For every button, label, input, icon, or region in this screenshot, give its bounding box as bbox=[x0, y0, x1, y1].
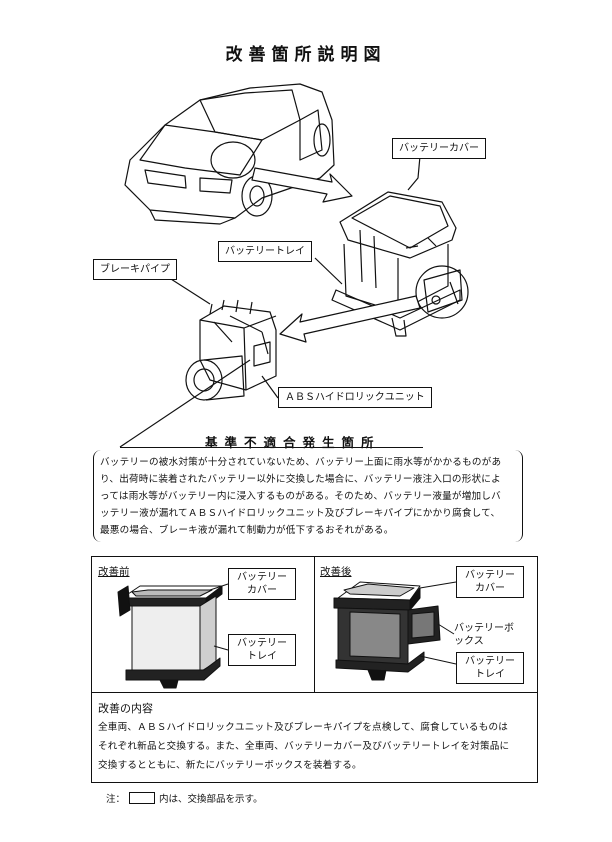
abs-unit-illustration bbox=[185, 299, 277, 401]
battery-assembly-illustration bbox=[331, 191, 461, 337]
after-label: 改善後 bbox=[320, 566, 352, 578]
arrow-battery-to-abs bbox=[279, 295, 421, 343]
defect-line: 最悪の場合、ブレーキ液が漏れて制動力が低下するおそれがある。 bbox=[100, 525, 394, 536]
defect-description: バッテリーの被水対策が十分されていないため、バッテリー上面に雨水等がかかるものが… bbox=[93, 450, 523, 542]
improvement-frame bbox=[91, 693, 538, 783]
defect-line: ッテリー液が漏れてＡＢＳハイドロリックユニット及びブレーキパイプにかかり腐食して… bbox=[100, 508, 501, 519]
defect-heading-rule bbox=[120, 447, 423, 448]
improvement-line: それぞれ新品と交換する。また、全車両、バッテリーカバー及びバッテリートレイを対策… bbox=[98, 741, 510, 752]
defect-line: バッテリーの被水対策が十分されていないため、バッテリー上面に雨水等がかかるものが… bbox=[100, 457, 502, 468]
footnote-prefix: 注： bbox=[106, 794, 126, 805]
label-battery-cover: バッテリーカバー bbox=[392, 138, 486, 159]
footnote-text: 内は、交換部品を示す。 bbox=[159, 794, 263, 805]
comparison-divider bbox=[314, 556, 315, 693]
before-label: 改善前 bbox=[98, 566, 130, 578]
defect-line: り、出荷時に装着されたバッテリー以外に交換した場合に、バッテリー液注入口の形状に… bbox=[100, 474, 501, 485]
defect-heading: 基準不適合発生箇所 bbox=[205, 435, 381, 450]
before-tray-callout: バッテリー トレイ bbox=[228, 634, 296, 666]
after-cover-callout: バッテリー カバー bbox=[456, 566, 524, 598]
improvement-line: 交換するとともに、新たにバッテリーボックスを装着する。 bbox=[98, 760, 362, 771]
label-battery-tray: バッテリートレイ bbox=[218, 241, 312, 262]
battery-after-illustration bbox=[333, 581, 441, 681]
after-box-label: バッテリーボ ックス bbox=[454, 623, 514, 647]
page-title: 改善箇所説明図 bbox=[225, 45, 387, 65]
replacement-part-box-icon bbox=[129, 792, 156, 804]
defect-line: っては雨水等がバッテリー内に浸入するものがある。そのため、バッテリー液量が増加し… bbox=[100, 491, 501, 502]
arrow-car-to-battery bbox=[251, 167, 353, 203]
footnote: 注： 内は、交換部品を示す。 bbox=[106, 791, 263, 805]
improvement-description: 全車両、ＡＢＳハイドロリックユニット及びブレーキパイプを点検して、腐食しているも… bbox=[98, 718, 530, 775]
after-tray-callout: バッテリー トレイ bbox=[456, 652, 524, 684]
battery-detail-circle bbox=[415, 265, 469, 319]
label-brake-pipe: ブレーキパイプ bbox=[93, 259, 177, 280]
improvement-heading: 改善の内容 bbox=[98, 702, 153, 715]
before-cover-callout: バッテリー カバー bbox=[228, 568, 296, 600]
label-abs-unit: ＡＢＳハイドロリックユニット bbox=[278, 387, 432, 408]
car-illustration bbox=[124, 83, 335, 225]
battery-before-illustration bbox=[117, 585, 223, 689]
improvement-line: 全車両、ＡＢＳハイドロリックユニット及びブレーキパイプを点検して、腐食しているも… bbox=[98, 722, 509, 733]
